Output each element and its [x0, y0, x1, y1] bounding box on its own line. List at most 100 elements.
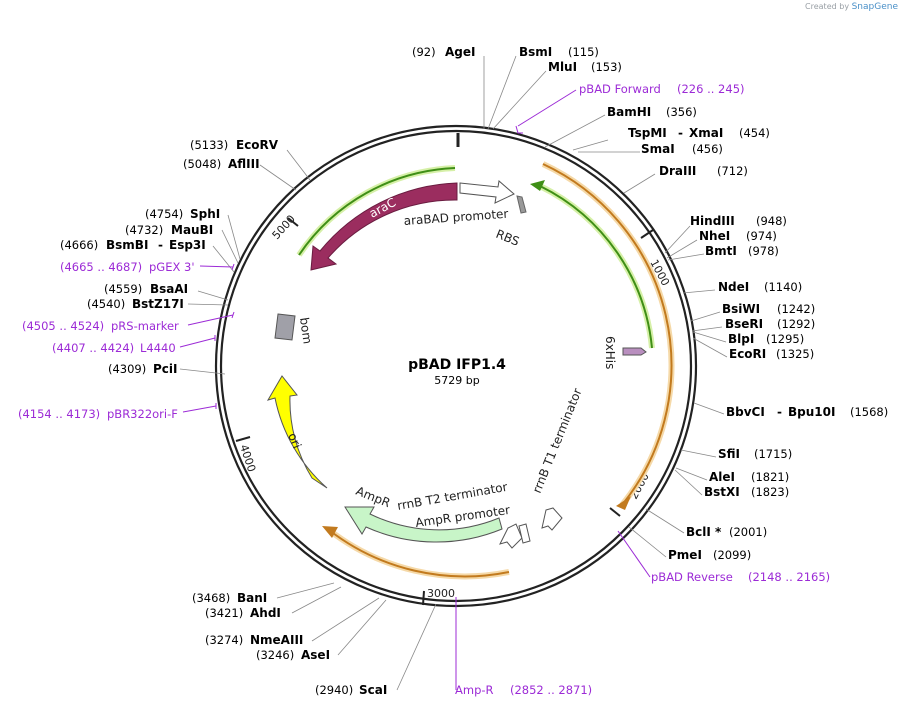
site-leaders	[179, 55, 728, 691]
primer-name: pRS-marker	[111, 319, 179, 333]
bom-feature: bom	[274, 313, 315, 345]
site-bani[interactable]: (3468) BanI	[192, 591, 267, 605]
his-label: 6xHis	[603, 336, 617, 369]
site-separator: -	[678, 126, 683, 140]
site-pcii[interactable]: (4309) PciI	[108, 362, 178, 376]
site-name: PciI	[153, 362, 178, 376]
bom-label: bom	[297, 316, 315, 344]
site-agei[interactable]: (92) AgeI	[412, 45, 475, 59]
site-smai[interactable]: SmaI (456)	[641, 142, 723, 156]
primer-amp-r[interactable]: Amp-R (2852 .. 2871)	[455, 683, 592, 697]
site-name: BlpI	[728, 332, 754, 346]
site-ecori[interactable]: EcoRI (1325)	[729, 347, 814, 361]
site-bcli[interactable]: BclI * (2001)	[686, 525, 767, 539]
orf-arc	[541, 161, 675, 510]
primer-pbad-forward[interactable]: pBAD Forward (226 .. 245)	[579, 82, 745, 96]
site-ecorv[interactable]: (5133) EcoRV	[190, 138, 279, 152]
site-name: BmtI	[705, 244, 737, 258]
site-pos: (153)	[591, 60, 622, 74]
site-name: BsmI	[519, 45, 552, 59]
site-bbvci-bpu10i[interactable]: BbvCI - Bpu10I (1568)	[726, 405, 888, 419]
site-name: BsaAI	[150, 282, 188, 296]
site-name: SphI	[190, 207, 220, 221]
primer-leaders	[179, 89, 651, 690]
site-bmti[interactable]: BmtI (978)	[705, 244, 779, 258]
site-alei[interactable]: AleI (1821)	[709, 470, 789, 484]
site-name: NdeI	[718, 280, 749, 294]
his-tag: 6xHis	[603, 336, 647, 369]
site-name: AleI	[709, 470, 735, 484]
site-hindiii[interactable]: HindIII (948)	[690, 214, 787, 228]
site-pos: (1242)	[777, 302, 815, 316]
site-sphi[interactable]: (4754) SphI	[145, 207, 220, 221]
site-name: ScaI	[359, 683, 387, 697]
site-name: TspMI	[628, 126, 667, 140]
primer-range: (226 .. 245)	[677, 82, 745, 96]
primer-pgex3[interactable]: (4665 .. 4687) pGEX 3'	[60, 260, 195, 274]
site-bsmbi-esp3i[interactable]: (4666) BsmBI - Esp3I	[60, 238, 206, 252]
primer-pbr322ori-f[interactable]: (4154 .. 4173) pBR322ori-F	[18, 407, 178, 421]
site-ahdi[interactable]: (3421) AhdI	[205, 606, 281, 620]
site-tspmi-xmai[interactable]: TspMI - XmaI (454)	[628, 126, 770, 140]
site-pos: (5133)	[190, 138, 228, 152]
site-name: SfiI	[718, 447, 740, 461]
primer-range: (2852 .. 2871)	[510, 683, 592, 697]
site-pos: (978)	[748, 244, 779, 258]
site-bsiwi[interactable]: BsiWI (1242)	[722, 302, 815, 316]
site-pos: (356)	[666, 105, 697, 119]
primer-pbad-reverse[interactable]: pBAD Reverse (2148 .. 2165)	[651, 570, 830, 584]
site-bamhi[interactable]: BamHI (356)	[607, 105, 697, 119]
site-afliii[interactable]: (5048) AflIII	[183, 157, 260, 171]
site-pmei[interactable]: PmeI (2099)	[668, 548, 751, 562]
primer-range: (4154 .. 4173)	[18, 407, 100, 421]
ori-label: ori	[285, 431, 304, 451]
site-name: BamHI	[607, 105, 651, 119]
site-nhei[interactable]: NheI (974)	[699, 229, 777, 243]
site-asei[interactable]: (3246) AseI	[256, 648, 330, 662]
site-scai[interactable]: (2940) ScaI	[315, 683, 387, 697]
site-name: EcoRI	[729, 347, 766, 361]
site-bsaai[interactable]: (4559) BsaAI	[104, 282, 188, 296]
site-nmeaiii[interactable]: (3274) NmeAIII	[205, 633, 303, 647]
snapgene-credit: Created by SnapGene	[805, 2, 898, 12]
ampr-label: AmpR	[354, 484, 392, 510]
site-pos: (4309)	[108, 362, 146, 376]
green-arrowhead	[530, 180, 545, 191]
site-sfii[interactable]: SfiI (1715)	[718, 447, 792, 461]
site-name: EcoRV	[236, 138, 279, 152]
site-pos: (3421)	[205, 606, 243, 620]
site-pos: (2001)	[729, 525, 767, 539]
site-pos: (1140)	[764, 280, 802, 294]
site-pos: (92)	[412, 45, 436, 59]
site-blpi[interactable]: BlpI (1295)	[728, 332, 804, 346]
primer-name: pBR322ori-F	[107, 407, 178, 421]
site-bseri[interactable]: BseRI (1292)	[725, 317, 815, 331]
site-maubi[interactable]: (4732) MauBI	[125, 223, 213, 237]
site-bsmi[interactable]: BsmI (115)	[519, 45, 599, 59]
primer-name: pBAD Forward	[579, 82, 661, 96]
primer-name: pBAD Reverse	[651, 570, 733, 584]
site-pos: (1715)	[754, 447, 792, 461]
site-pos: (115)	[568, 45, 599, 59]
primer-range: (2148 .. 2165)	[748, 570, 830, 584]
site-name: NheI	[699, 229, 730, 243]
site-name-alt: XmaI	[689, 126, 723, 140]
site-name: BstZ17I	[132, 297, 184, 311]
site-bstxi[interactable]: BstXI (1823)	[704, 485, 789, 499]
site-name: BsiWI	[722, 302, 760, 316]
plasmid-name: pBAD IFP1.4	[408, 357, 506, 373]
site-name: MauBI	[171, 223, 213, 237]
arac-outline-arc	[296, 165, 456, 257]
primer-l4440[interactable]: (4407 .. 4424) L4440	[52, 341, 176, 355]
site-bstz17i[interactable]: (4540) BstZ17I	[87, 297, 184, 311]
site-pos: (3274)	[205, 633, 243, 647]
rrnb-t1: rrnB T1 terminator	[530, 386, 585, 531]
site-pos: (1568)	[850, 405, 888, 419]
primer-prs-marker[interactable]: (4505 .. 4524) pRS-marker	[22, 319, 179, 333]
site-mlui[interactable]: MluI (153)	[548, 60, 622, 74]
site-ndei[interactable]: NdeI (1140)	[718, 280, 802, 294]
tick-label-3000: 3000	[427, 587, 455, 600]
site-draiii[interactable]: DraIII (712)	[659, 164, 748, 178]
site-name: PmeI	[668, 548, 702, 562]
orf-green-arc	[530, 180, 655, 349]
